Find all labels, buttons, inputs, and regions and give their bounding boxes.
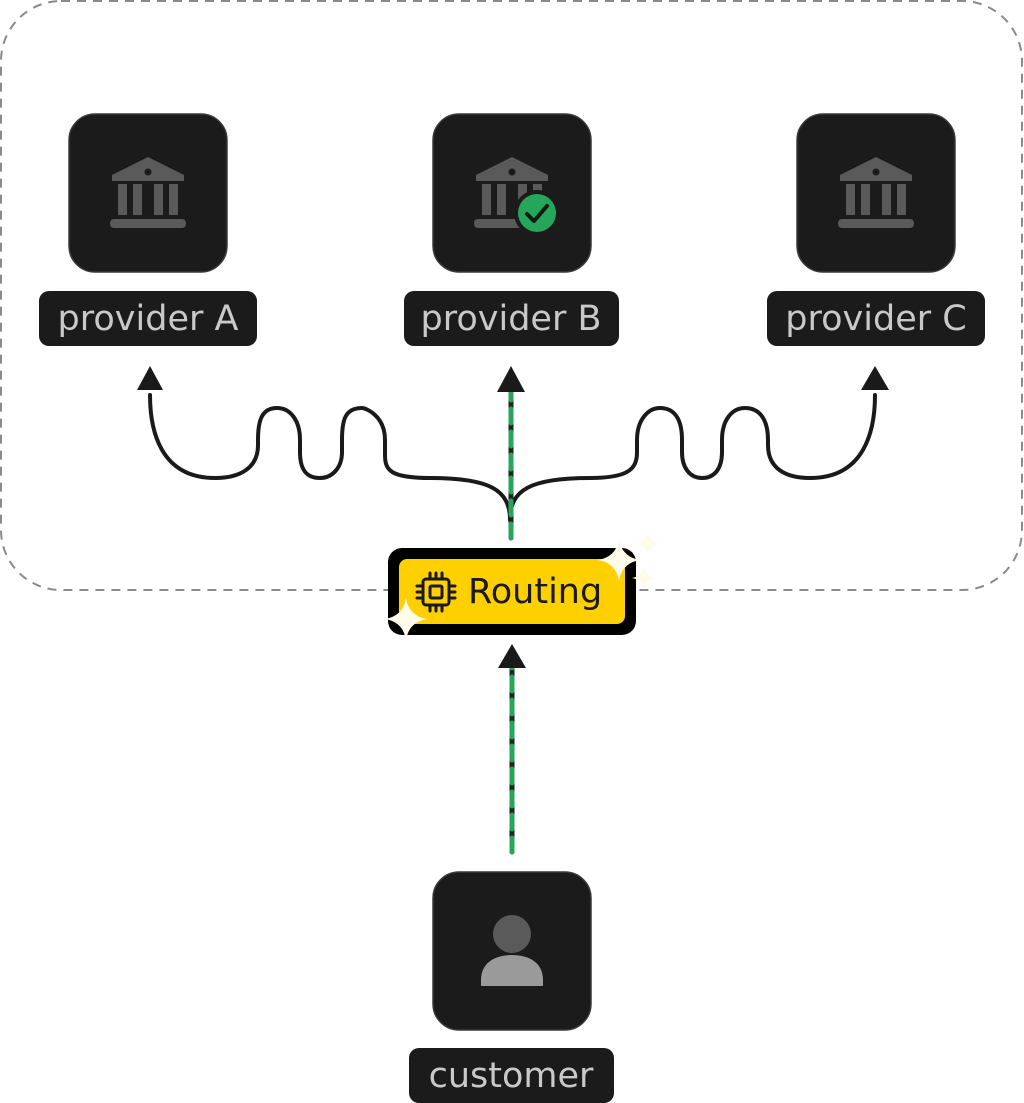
customer-label: customer [429,1056,594,1096]
sparkle-icon [636,531,660,555]
arrowhead-provider-a [137,366,163,390]
check-badge-icon [514,190,560,236]
provider-c-node[interactable]: provider C [767,113,985,346]
provider-a-label-box [39,291,257,346]
provider-a-node[interactable]: provider A [39,113,257,346]
connectors [148,387,877,855]
provider-b-label-box [404,291,619,346]
routing-node[interactable]: Routing [388,548,636,635]
provider-c-label-box [767,291,985,346]
chip-icon [415,571,457,613]
customer-label-box [409,1048,614,1103]
arrowhead-routing [498,644,526,668]
provider-b-label: provider B [421,299,602,339]
provider-a-label: provider A [58,299,239,339]
routing-label: Routing [468,572,602,612]
customer-node[interactable]: customer [409,871,614,1103]
provider-b-node[interactable]: provider B [404,113,619,346]
provider-c-label: provider C [785,299,966,339]
arrowhead-provider-c [861,366,889,390]
path-to-provider-c [508,393,877,522]
arrowhead-provider-b [497,366,525,392]
path-to-provider-a [148,393,512,522]
person-icon [481,915,543,986]
